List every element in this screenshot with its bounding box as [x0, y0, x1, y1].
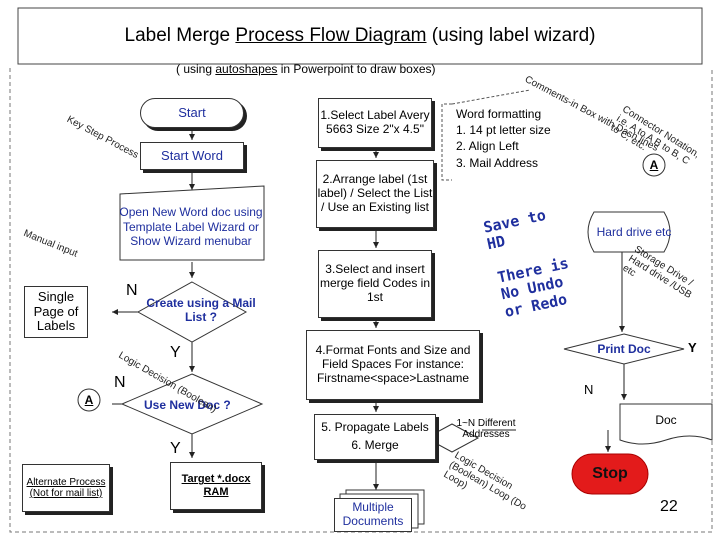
decision-diamond-print [563, 333, 685, 365]
label-n1: N [126, 282, 138, 300]
format-fonts-node: 4.Format Fonts and Size and Field Spaces… [306, 330, 480, 400]
label-n1-text: N [126, 282, 138, 299]
label-n-print-text: N [584, 382, 594, 397]
open-doc-label: Open New Word doc using Template Label W… [119, 205, 263, 249]
label-y-print: Y [688, 340, 697, 355]
alternate-process-node: Alternate Process (Not for mail list) [22, 464, 110, 512]
format-fonts-text: 4.Format Fonts and Size and Field Spaces… [315, 343, 471, 385]
manual-input-shape [119, 185, 265, 261]
one-n-label: 1~N Different Addresses [448, 414, 524, 444]
alternate-process-label: Alternate Process (Not for mail list) [26, 476, 106, 500]
connector-a2: A [643, 154, 665, 176]
subtitle-underlined: autoshapes [215, 62, 278, 76]
stop-shape [571, 453, 649, 495]
label-n2-text: N [114, 374, 126, 391]
word-formatting-item-3: 3. Mail Address [456, 155, 539, 170]
page-number: 22 [660, 498, 678, 516]
subtitle-prefix: ( using [176, 62, 216, 76]
connector-circle-a2 [642, 153, 666, 177]
propagate-merge-node: 5. Propagate Labels 6. Merge [314, 414, 436, 460]
merge-text: 6. Merge [351, 438, 399, 452]
connector-a1-text: A [84, 393, 94, 407]
start-label: Start [178, 104, 206, 120]
label-y1: Y [170, 344, 181, 362]
print-doc-node: Print Doc [564, 334, 684, 364]
open-doc-node: Open New Word doc using Template Label W… [116, 194, 266, 260]
label-y1-text: Y [170, 344, 181, 361]
stop-text: Stop [592, 465, 628, 482]
title-underlined: Process Flow Diagram [235, 25, 427, 46]
decision-diamond-mail-list [136, 281, 248, 343]
select-insert-node: 3.Select and insert merge field Codes in… [318, 250, 432, 318]
comment-bracket [441, 103, 452, 181]
create-mail-list-label: Create using a Mail List ? [146, 296, 256, 325]
outer-dashed-frame [9, 68, 713, 533]
multiple-docs-text: Multiple Documents [342, 500, 404, 528]
stop-node: Stop [572, 454, 648, 494]
propagate-text: 5. Propagate Labels [321, 420, 429, 435]
page-number-text: 22 [660, 498, 678, 515]
select-insert-text: 3.Select and insert merge field Codes in… [319, 262, 431, 304]
label-y2-text: Y [170, 440, 181, 457]
start-word-node: Start Word [140, 142, 244, 170]
start-node: Start [140, 98, 244, 128]
start-word-label: Start Word [161, 147, 223, 163]
word-formatting-comment: Word formatting 1. 14 pt letter size 2. … [456, 106, 551, 171]
word-formatting-item-1: 1. 14 pt letter size [456, 123, 551, 138]
connector-a2-text: A [649, 158, 659, 172]
target-docx-node: Target *.docx RAM [170, 462, 262, 510]
connector-a1: A [78, 389, 100, 411]
hard-drive-shape [587, 211, 671, 253]
diagram-title: Label Merge Process Flow Diagram (using … [18, 18, 702, 54]
label-y-print-text: Y [688, 340, 697, 355]
decision-diamond-new-doc [120, 373, 264, 435]
hard-drive-text: Hard drive etc [596, 225, 672, 239]
use-new-doc-text: Use New Doc ? [144, 398, 231, 412]
arrange-label-text: 2.Arrange label (1st label) / Select the… [317, 172, 433, 214]
word-formatting-title: Word formatting [456, 107, 542, 121]
comment-pointer [451, 89, 531, 105]
connector-circle-a1 [77, 388, 101, 412]
word-formatting-item-2: 2. Align Left [456, 139, 519, 154]
label-n-print: N [584, 382, 593, 397]
arrange-label-node: 2.Arrange label (1st label) / Select the… [316, 160, 434, 228]
target-docx-label: Target *.docx RAM [181, 473, 251, 498]
print-doc-text: Print Doc [597, 342, 651, 356]
single-page-label: Single Page of Labels [33, 288, 79, 334]
hard-drive-node: Hard drive etc [586, 214, 682, 250]
doc-shape [619, 403, 713, 445]
diagram-subtitle: ( using autoshapes in Powerpoint to draw… [176, 62, 436, 76]
subtitle-suffix: in Powerpoint to draw boxes) [277, 62, 436, 76]
multiple-docs-node: Multiple Documents [334, 498, 412, 532]
use-new-doc-label: Use New Doc ? [144, 398, 231, 412]
title-frame [17, 7, 703, 65]
select-label-text: 1.Select Label Avery 5663 Size 2"x 4.5" [320, 108, 430, 136]
create-mail-list-text: Create using a Mail List ? [146, 296, 256, 325]
label-y2: Y [170, 440, 181, 458]
doc-node: Doc [630, 406, 702, 434]
label-n2: N [114, 374, 126, 392]
doc-text: Doc [655, 413, 677, 427]
select-label-node: 1.Select Label Avery 5663 Size 2"x 4.5" [318, 98, 432, 148]
title-suffix: (using label wizard) [426, 25, 596, 46]
single-page-node: Single Page of Labels [24, 286, 88, 338]
title-prefix: Label Merge [124, 25, 236, 46]
one-n-text: 1~N Different Addresses [456, 417, 516, 441]
